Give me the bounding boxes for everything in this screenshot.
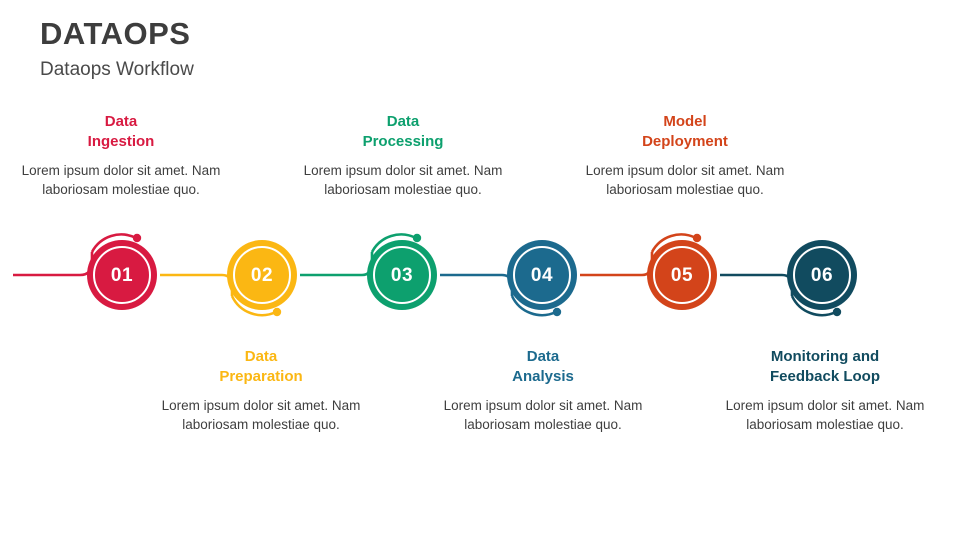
- step-node-6[interactable]: 06: [787, 240, 857, 310]
- arc-step-1: [90, 233, 137, 253]
- step-number-4: 04: [530, 264, 554, 286]
- step-label-5-line1: Model: [663, 113, 707, 130]
- step-node-1[interactable]: 01: [87, 240, 157, 310]
- step-label-6-line2: Feedback Loop: [769, 368, 881, 386]
- arc-dot-step-3: [412, 233, 422, 243]
- step-number-5: 05: [670, 264, 694, 286]
- step-description-4: Lorem ipsum dolor sit amet. Nam laborios…: [443, 397, 643, 432]
- step-text-6: Monitoring and Feedback Loop Lorem ipsum…: [710, 347, 940, 434]
- connector-3-4: [440, 273, 514, 296]
- step-label-2-line1: Data: [244, 348, 278, 365]
- step-label-4-line1: Data: [526, 348, 560, 365]
- step-label-5-line2: Deployment: [642, 133, 728, 151]
- step-node-3[interactable]: 03: [367, 240, 437, 310]
- step-number-6: 06: [810, 264, 834, 286]
- step-label-4-line2: Analysis: [512, 368, 574, 386]
- step-node-4[interactable]: 04: [507, 240, 577, 310]
- connector-5-6: [720, 273, 794, 296]
- step-label-4: Data Analysis: [428, 347, 658, 388]
- step-description-1: Lorem ipsum dolor sit amet. Nam laborios…: [21, 162, 221, 197]
- node-ring-4: [513, 246, 571, 304]
- arc-dot-step-2: [272, 307, 282, 317]
- slide-header: DATAOPS Dataops Workflow: [40, 16, 194, 81]
- step-node-5[interactable]: 05: [647, 240, 717, 310]
- step-number-1: 01: [110, 264, 134, 286]
- connector-4-5: [580, 252, 654, 277]
- arc-dot-step-1: [132, 233, 142, 243]
- arc-dot-step-5: [692, 233, 702, 243]
- step-text-3: Data Processing Lorem ipsum dolor sit am…: [288, 112, 518, 199]
- step-label-1: Data Ingestion: [6, 112, 236, 153]
- node-ring-5: [653, 246, 711, 304]
- step-description-5: Lorem ipsum dolor sit amet. Nam laborios…: [585, 162, 785, 197]
- node-ring-2: [233, 246, 291, 304]
- node-ring-3: [373, 246, 431, 304]
- page-title: DATAOPS: [40, 16, 191, 51]
- step-description-6: Lorem ipsum dolor sit amet. Nam laborios…: [725, 397, 925, 432]
- step-text-2: Data Preparation Lorem ipsum dolor sit a…: [146, 347, 376, 434]
- step-number-2: 02: [250, 264, 274, 286]
- connector-1-2: [160, 273, 234, 296]
- step-label-2: Data Preparation: [146, 347, 376, 388]
- step-text-4: Data Analysis Lorem ipsum dolor sit amet…: [428, 347, 658, 434]
- arc-dot-step-4: [552, 307, 562, 317]
- connector-2-3: [300, 252, 374, 277]
- step-label-1-line2: Ingestion: [87, 133, 155, 151]
- arc-step-2: [230, 295, 277, 317]
- step-node-2[interactable]: 02: [227, 240, 297, 310]
- step-text-5: Model Deployment Lorem ipsum dolor sit a…: [570, 112, 800, 199]
- arc-dot-step-6: [832, 307, 842, 317]
- step-label-6: Monitoring and Feedback Loop: [710, 347, 940, 388]
- step-label-3-line2: Processing: [362, 133, 444, 151]
- step-description-2: Lorem ipsum dolor sit amet. Nam laborios…: [161, 397, 361, 432]
- page-subtitle: Dataops Workflow: [40, 58, 194, 80]
- node-ring-6: [793, 246, 851, 304]
- step-label-3: Data Processing: [288, 112, 518, 153]
- arc-step-5: [650, 233, 697, 253]
- node-ring-1: [93, 246, 151, 304]
- step-label-5: Model Deployment: [570, 112, 800, 153]
- step-number-3: 03: [390, 264, 414, 286]
- connector-entry: [13, 252, 94, 277]
- step-text-1: Data Ingestion Lorem ipsum dolor sit ame…: [6, 112, 236, 199]
- arc-step-4: [510, 295, 557, 317]
- arc-step-3: [370, 233, 417, 253]
- arc-step-6: [790, 295, 837, 317]
- step-label-6-line1: Monitoring and: [770, 348, 880, 365]
- step-label-2-line2: Preparation: [219, 368, 303, 386]
- step-label-1-line1: Data: [104, 113, 138, 130]
- step-label-3-line1: Data: [386, 113, 420, 130]
- step-description-3: Lorem ipsum dolor sit amet. Nam laborios…: [303, 162, 503, 197]
